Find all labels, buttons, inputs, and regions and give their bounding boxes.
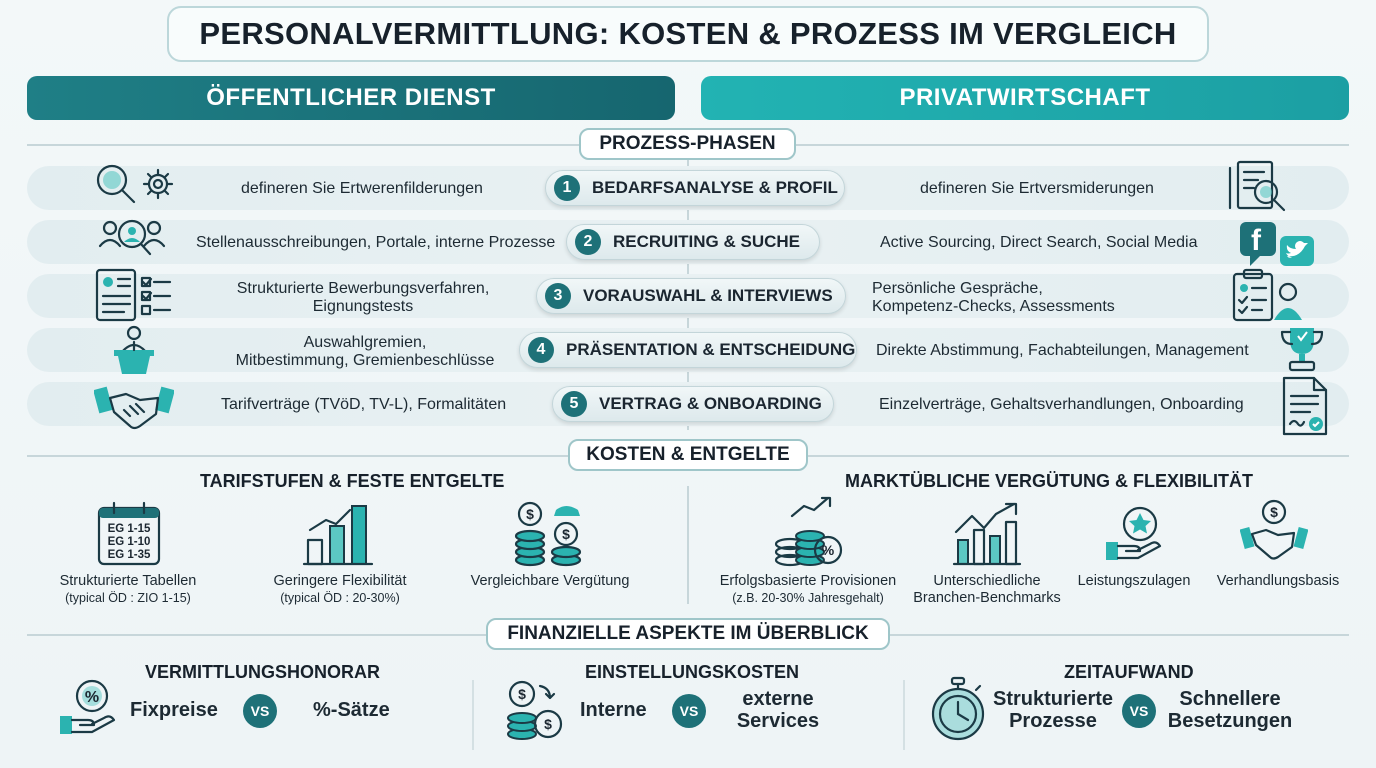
phase-pill-4: 4 PRÄSENTATION & ENTSCHEIDUNG bbox=[519, 332, 857, 368]
phase-number: 1 bbox=[554, 175, 580, 201]
vs-badge: VS bbox=[672, 694, 706, 728]
calendar-table-icon: EG 1-15 EG 1-10 EG 1-35 bbox=[96, 500, 162, 568]
phase-2-public-text: Stellenausschreibungen, Portale, interne… bbox=[196, 234, 556, 251]
magnifier-gear-icon bbox=[88, 158, 184, 210]
stopwatch-icon bbox=[928, 676, 988, 742]
calendar-line-1: EG 1-15 bbox=[108, 523, 151, 535]
phase-5-private-text: Einzelverträge, Gehaltsverhandlungen, On… bbox=[879, 396, 1244, 413]
hand-star-icon bbox=[1102, 502, 1168, 566]
divider bbox=[903, 680, 905, 750]
hand-percent-icon: % bbox=[56, 678, 122, 740]
dollar-glyph: $ bbox=[1270, 504, 1278, 520]
social-media-icon: f bbox=[1236, 220, 1320, 276]
bar-chart-trend-icon bbox=[952, 500, 1022, 568]
vs-badge: VS bbox=[243, 694, 277, 728]
phase-1-public-text: defineren Sie Ertwerenfilderungen bbox=[241, 180, 483, 197]
divider bbox=[472, 680, 474, 750]
phase-3-private-text: Persönliche Gespräche, Kompetenz-Checks,… bbox=[872, 280, 1115, 315]
cost-item-industry-benchmarks: Unterschiedliche Branchen-Benchmarks bbox=[913, 573, 1061, 606]
phase-label: PRÄSENTATION & ENTSCHEIDUNG bbox=[566, 340, 856, 359]
phase-pill-3: 3 VORAUSWAHL & INTERVIEWS bbox=[536, 278, 846, 314]
dollar-glyph: $ bbox=[544, 716, 552, 732]
costs-private-title: MARKTÜBLICHE VERGÜTUNG & FLEXIBILITÄT bbox=[845, 471, 1253, 491]
document-search-icon bbox=[1226, 158, 1292, 214]
coins-exchange-icon: $ $ bbox=[502, 678, 568, 742]
cost-item-lower-flexibility: Geringere Flexibilität (typical ÖD : 20-… bbox=[273, 573, 407, 605]
calendar-line-2: EG 1-10 bbox=[108, 536, 151, 548]
phase-number: 2 bbox=[575, 229, 601, 255]
phase-label: RECRUITING & SUCHE bbox=[613, 232, 801, 251]
cost-item-performance-bonus: Leistungszulagen bbox=[1077, 573, 1191, 589]
phase-number: 5 bbox=[561, 391, 587, 417]
phase-4-public-text: Auswahlgremien, Mitbestimmung, Gremienbe… bbox=[235, 334, 495, 369]
costs-public-title: TARIFSTUFEN & FESTE ENTGELTE bbox=[200, 471, 505, 491]
coin-stacks-icon: $ $ bbox=[512, 500, 588, 570]
phase-1-private-text: defineren Sie Ertversmiderungen bbox=[920, 180, 1154, 197]
phase-label: VORAUSWAHL & INTERVIEWS bbox=[583, 286, 833, 305]
people-search-icon bbox=[96, 214, 168, 262]
page-title: PERSONALVERMITTLUNG: KOSTEN & PROZESS IM… bbox=[167, 6, 1209, 62]
clipboard-user-icon bbox=[1230, 268, 1308, 324]
cost-item-negotiation: Verhandlungsbasis bbox=[1216, 573, 1340, 589]
phase-3-public-text: Strukturierte Bewerbungsverfahren, Eignu… bbox=[236, 280, 490, 315]
percent-glyph: % bbox=[85, 689, 99, 706]
dollar-glyph: $ bbox=[518, 686, 526, 702]
vs-badge: VS bbox=[1122, 694, 1156, 728]
dollar-glyph: $ bbox=[562, 526, 570, 542]
finance-title-hiring-costs: EINSTELLUNGSKOSTEN bbox=[585, 662, 800, 682]
phase-pill-1: 1 BEDARFSANALYSE & PROFIL bbox=[545, 170, 845, 206]
finance-title-fee: VERMITTLUNGSHONORAR bbox=[145, 662, 380, 682]
phase-number: 3 bbox=[545, 283, 571, 309]
section-title-phases: PROZESS-PHASEN bbox=[579, 128, 796, 160]
divider bbox=[687, 486, 689, 604]
phase-pill-2: 2 RECRUITING & SUCHE bbox=[566, 224, 820, 260]
coins-percent-icon: % bbox=[772, 494, 848, 568]
phase-4-private-text: Direkte Abstimmung, Fachabteilungen, Man… bbox=[876, 342, 1249, 359]
trophy-icon bbox=[1278, 322, 1326, 376]
handshake-icon bbox=[94, 378, 174, 432]
finance-time-left: Strukturierte Prozesse bbox=[992, 688, 1114, 732]
finance-fee-right: %-Sätze bbox=[313, 699, 390, 721]
finance-hiring-right: externe Services bbox=[736, 688, 820, 732]
phase-number: 4 bbox=[528, 337, 554, 363]
cost-item-success-commission: Erfolgsbasierte Provisionen (z.B. 20-30%… bbox=[719, 573, 897, 605]
cost-item-structured-tables: Strukturierte Tabellen (typical ÖD : ZIO… bbox=[59, 573, 197, 605]
column-header-private: PRIVATWIRTSCHAFT bbox=[701, 76, 1349, 120]
column-header-public: ÖFFENTLICHER DIENST bbox=[27, 76, 675, 120]
handshake-dollar-icon: $ bbox=[1240, 498, 1308, 564]
phase-2-private-text: Active Sourcing, Direct Search, Social M… bbox=[880, 234, 1198, 251]
contract-document-icon bbox=[1280, 376, 1332, 436]
bar-chart-up-icon bbox=[302, 500, 374, 568]
finance-time-right: Schnellere Besetzungen bbox=[1167, 688, 1293, 732]
calendar-line-3: EG 1-35 bbox=[108, 549, 151, 561]
phase-label: VERTRAG & ONBOARDING bbox=[599, 394, 822, 413]
finance-title-time: ZEITAUFWAND bbox=[1064, 662, 1194, 682]
podium-speaker-icon bbox=[104, 324, 164, 376]
cost-item-comparable-pay: Vergleichbare Vergütung bbox=[470, 573, 630, 589]
section-title-finance: FINANZIELLE ASPEKTE IM ÜBERBLICK bbox=[486, 618, 890, 650]
dollar-glyph: $ bbox=[526, 506, 534, 522]
finance-hiring-left: Interne bbox=[580, 699, 647, 721]
application-form-icon bbox=[94, 268, 174, 322]
phase-pill-5: 5 VERTRAG & ONBOARDING bbox=[552, 386, 834, 422]
facebook-letter: f bbox=[1251, 224, 1262, 257]
finance-fee-left: Fixpreise bbox=[130, 699, 218, 721]
phase-label: BEDARFSANALYSE & PROFIL bbox=[592, 178, 838, 197]
phase-5-public-text: Tarifverträge (TVöD, TV-L), Formalitäten bbox=[221, 396, 507, 413]
section-title-costs: KOSTEN & ENTGELTE bbox=[568, 439, 808, 471]
percent-glyph: % bbox=[822, 542, 835, 558]
